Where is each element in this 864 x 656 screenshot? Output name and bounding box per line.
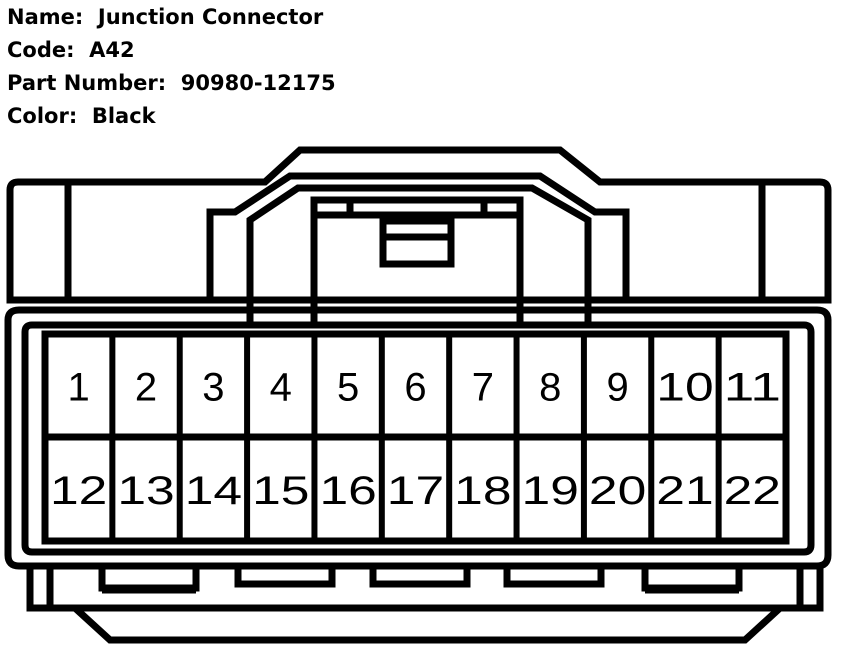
bottom-notch-3 bbox=[369, 562, 471, 588]
bottom-notch-4 bbox=[503, 562, 605, 588]
lock-tab bbox=[379, 217, 455, 268]
pin-label-4: 4 bbox=[270, 366, 292, 410]
latch-outer bbox=[206, 172, 630, 300]
pin-label-6: 6 bbox=[404, 366, 426, 410]
bottom-edge bbox=[72, 605, 783, 644]
bottom-rail bbox=[26, 566, 824, 612]
pin-label-9: 9 bbox=[606, 366, 628, 410]
connector-body-inner bbox=[21, 321, 815, 556]
pin-label-21: 21 bbox=[656, 469, 713, 513]
pin-label-14: 14 bbox=[185, 469, 242, 513]
connector-housing-outline bbox=[6, 146, 832, 304]
latch-inner bbox=[246, 184, 592, 325]
part-number-line: Part Number: 90980-12175 bbox=[7, 73, 336, 94]
pin-label-10: 10 bbox=[656, 366, 713, 410]
pin-label-16: 16 bbox=[319, 469, 376, 513]
connector-body-outer bbox=[4, 306, 832, 570]
pin-label-5: 5 bbox=[337, 366, 359, 410]
name-line: Name: Junction Connector bbox=[7, 7, 323, 28]
pin-label-7: 7 bbox=[472, 366, 494, 410]
bottom-notch-1 bbox=[98, 562, 200, 592]
pin-dividers bbox=[109, 334, 722, 541]
bottom-notch-5 bbox=[641, 562, 743, 592]
pin-label-8: 8 bbox=[539, 366, 561, 410]
name-value: Junction Connector bbox=[97, 5, 324, 29]
pin-label-15: 15 bbox=[252, 469, 309, 513]
part-number-value: 90980-12175 bbox=[180, 71, 336, 95]
pin-label-18: 18 bbox=[454, 469, 511, 513]
pin-label-20: 20 bbox=[589, 469, 646, 513]
pin-label-17: 17 bbox=[387, 469, 444, 513]
color-line: Color: Black bbox=[7, 106, 156, 127]
name-label: Name: bbox=[7, 5, 84, 29]
pin-label-11: 11 bbox=[724, 366, 781, 410]
pin-label-3: 3 bbox=[202, 366, 224, 410]
pin-label-1: 1 bbox=[68, 366, 90, 410]
latch-window bbox=[310, 196, 524, 325]
color-label: Color: bbox=[7, 104, 78, 128]
part-number-label: Part Number: bbox=[7, 71, 167, 95]
pin-label-12: 12 bbox=[50, 469, 107, 513]
pin-label-13: 13 bbox=[117, 469, 174, 513]
pin-label-22: 22 bbox=[724, 469, 781, 513]
pin-label-19: 19 bbox=[522, 469, 579, 513]
code-value: A42 bbox=[89, 38, 135, 62]
color-value: Black bbox=[91, 104, 156, 128]
code-line: Code: A42 bbox=[7, 40, 135, 61]
bottom-notch-2 bbox=[234, 562, 336, 588]
code-label: Code: bbox=[7, 38, 75, 62]
pin-label-2: 2 bbox=[135, 366, 157, 410]
